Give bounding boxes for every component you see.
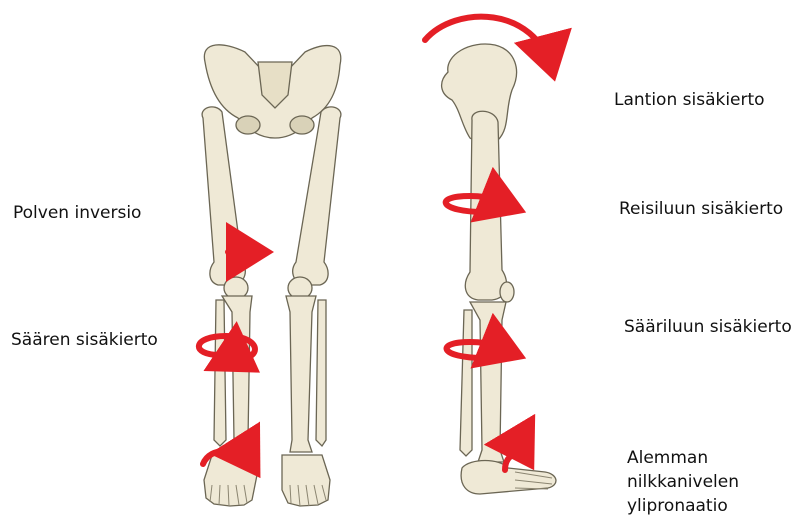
- side-patella: [500, 282, 514, 302]
- label-lantion-sisakierto: Lantion sisäkierto: [614, 88, 765, 112]
- label-saariluun-sisakierto: Sääriluun sisäkierto: [624, 315, 792, 339]
- side-skeleton: [442, 44, 556, 494]
- side-femur: [465, 111, 506, 300]
- label-reisiluun-sisakierto: Reisiluun sisäkierto: [619, 197, 783, 221]
- front-tibia-right: [286, 296, 316, 452]
- front-tibia-left: [222, 296, 252, 452]
- label-nilkka-line3: ylipronaatio: [627, 494, 739, 518]
- front-obturator-right: [290, 116, 314, 134]
- side-tibia: [470, 302, 506, 462]
- label-nilkka-line1: Alemman: [627, 446, 739, 470]
- front-fibula-left: [214, 300, 226, 446]
- label-saaren-sisakierto: Säären sisäkierto: [11, 328, 158, 352]
- front-obturator-left: [236, 116, 260, 134]
- front-fibula-right: [316, 300, 326, 446]
- label-nilkkanivelen-ylipronaatio: Alemman nilkkanivelen ylipronaatio: [627, 446, 739, 518]
- side-fibula: [460, 310, 472, 456]
- front-femur-left: [202, 107, 245, 285]
- front-foot-right: [282, 455, 330, 506]
- front-skeleton: [202, 45, 341, 506]
- label-nilkka-line2: nilkkanivelen: [627, 470, 739, 494]
- label-polven-inversio: Polven inversio: [13, 201, 141, 225]
